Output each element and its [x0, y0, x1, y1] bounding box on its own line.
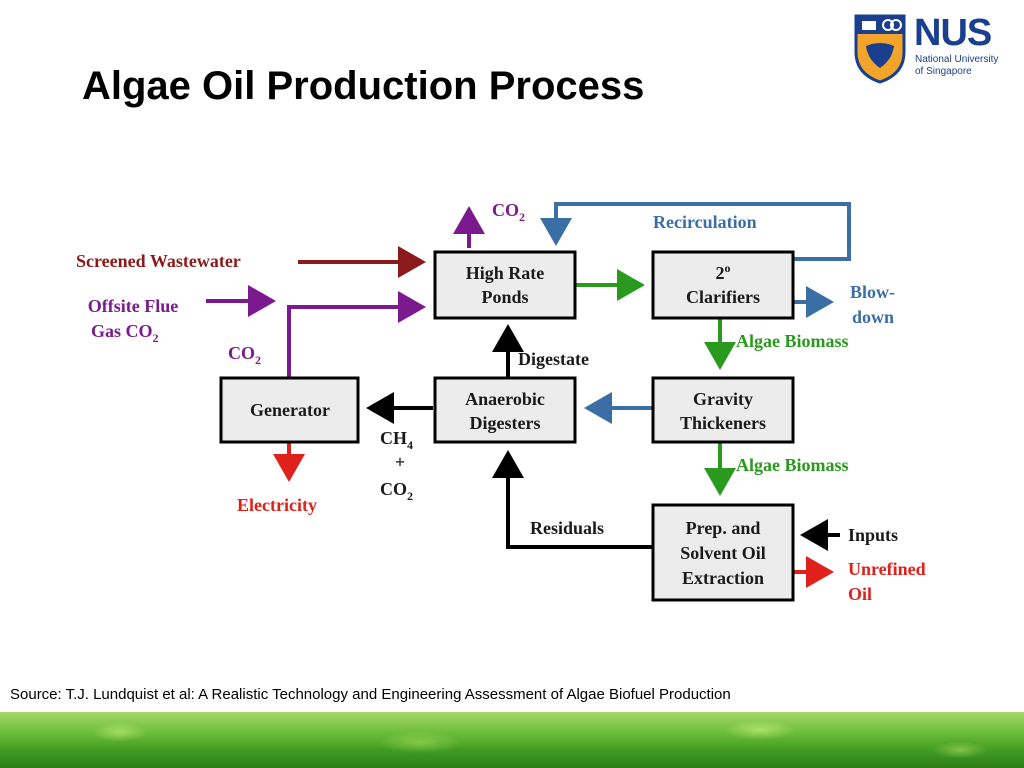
process-diagram: High Rate Ponds 2o Clarifiers Generator … [76, 200, 926, 604]
nus-logo: NUS National University of Singapore [852, 12, 1012, 86]
label-algae-biomass-1: Algae Biomass [736, 331, 849, 351]
nus-crest-icon [854, 14, 906, 84]
box-digesters-line2: Digesters [470, 413, 541, 433]
label-co2-vent: CO2 [492, 200, 525, 224]
box-clarifiers: 2o Clarifiers [651, 250, 795, 320]
box-thickeners-line2: Thickeners [680, 413, 766, 433]
box-oil-extraction: Prep. and Solvent Oil Extraction [651, 503, 795, 602]
box-gravity-thickeners: Gravity Thickeners [651, 376, 795, 444]
box-anaerobic-digesters: Anaerobic Digesters [433, 376, 577, 444]
label-co2-digesters: CO2 [380, 479, 413, 503]
label-inputs: Inputs [848, 525, 898, 545]
label-algae-biomass-2: Algae Biomass [736, 455, 849, 475]
box-extraction-line2: Solvent Oil [680, 543, 766, 563]
label-blowdown-line2: down [852, 307, 894, 327]
label-screened-wastewater: Screened Wastewater [76, 251, 241, 271]
label-unrefined-oil-line2: Oil [848, 584, 872, 604]
flow-arrows [206, 202, 851, 588]
nus-logo-text: NUS [914, 12, 992, 54]
label-offsite-flue-line1: Offsite Flue [88, 296, 178, 316]
label-residuals: Residuals [530, 518, 604, 538]
label-ch4: CH4 [380, 428, 413, 452]
flow-labels: CO2 Recirculation Screened Wastewater Of… [76, 200, 926, 604]
grass-footer-image [0, 712, 1024, 768]
label-blowdown-line1: Blow- [850, 282, 895, 302]
label-unrefined-oil-line1: Unrefined [848, 559, 926, 579]
label-electricity: Electricity [237, 495, 317, 515]
box-generator-label: Generator [250, 400, 330, 420]
box-extraction-line1: Prep. and [686, 518, 761, 538]
source-citation: Source: T.J. Lundquist et al: A Realisti… [10, 686, 731, 703]
box-extraction-line3: Extraction [682, 568, 764, 588]
arrow-recirculation [540, 202, 851, 261]
slide-title: Algae Oil Production Process [82, 64, 645, 108]
label-recirculation: Recirculation [653, 212, 757, 232]
nus-logo-line2: of Singapore [915, 66, 972, 77]
box-ponds-line1: High Rate [466, 263, 545, 283]
box-clarifiers-line1: 2o [716, 261, 731, 283]
box-digesters-line1: Anaerobic [465, 389, 545, 409]
label-plus: + [395, 452, 405, 472]
arrow-residuals [492, 450, 652, 549]
box-high-rate-ponds: High Rate Ponds [433, 250, 577, 320]
arrow-generator-co2-to-ponds [287, 291, 426, 378]
label-digestate: Digestate [518, 349, 589, 369]
box-thickeners-line1: Gravity [693, 389, 753, 409]
label-co2-generator: CO2 [228, 343, 261, 367]
box-ponds-line2: Ponds [481, 287, 528, 307]
label-offsite-flue-line2: Gas CO2 [91, 321, 159, 345]
box-clarifiers-line2: Clarifiers [686, 287, 760, 307]
nus-logo-line1: National University [915, 54, 999, 65]
box-generator: Generator [219, 376, 360, 444]
